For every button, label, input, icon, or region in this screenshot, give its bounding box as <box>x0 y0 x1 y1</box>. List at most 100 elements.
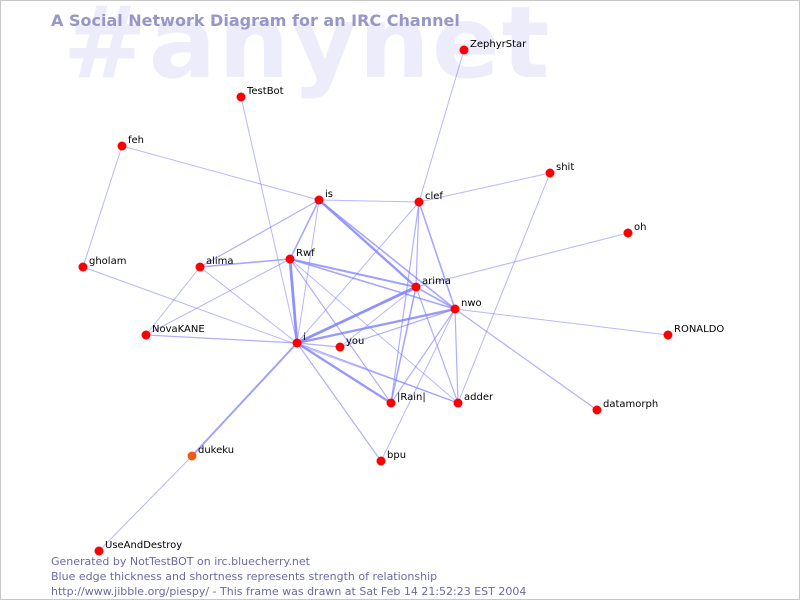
node-dot <box>78 262 88 272</box>
node-dot <box>292 338 302 348</box>
node-label: ZephyrStar <box>470 39 527 50</box>
edge-alima-rwf <box>199 258 291 268</box>
node-dot <box>376 456 386 466</box>
edge-is-alima <box>199 199 320 268</box>
node-i: i <box>292 332 306 348</box>
node-label: arima <box>422 276 451 287</box>
node-dot <box>141 330 151 340</box>
page-title: A Social Network Diagram for an IRC Chan… <box>51 11 460 30</box>
node-adder: adder <box>453 392 494 408</box>
node-nwo: nwo <box>450 298 482 314</box>
edge-is-i <box>296 199 320 344</box>
node-label: is <box>325 189 333 200</box>
edge-rwf-rain <box>289 258 392 404</box>
edge-feh-gholam <box>82 145 123 268</box>
edge-rwf-nwo <box>289 258 456 310</box>
edge-i-dukeku <box>191 342 298 457</box>
node-label: Rwf <box>296 248 315 259</box>
edge-layer <box>82 49 669 552</box>
edge-zephyrstar-clef <box>418 49 465 203</box>
node-dukeku: dukeku <box>187 445 234 461</box>
node-dot <box>414 197 424 207</box>
edge-clef-i <box>296 201 420 344</box>
node-alima: alima <box>195 256 234 272</box>
edge-nwo-ronaldo <box>454 308 669 336</box>
node-dot <box>236 92 246 102</box>
edge-clef-nwo <box>418 201 456 310</box>
edge-clef-arima <box>415 201 420 288</box>
edge-alima-novakane <box>145 266 201 336</box>
node-label: dukeku <box>198 445 234 456</box>
edge-rwf-adder <box>289 258 459 404</box>
node-label: UseAndDestroy <box>105 540 182 551</box>
edge-rwf-novakane <box>145 258 291 336</box>
node-label: feh <box>128 135 144 146</box>
edge-rwf-i <box>288 258 299 344</box>
node-dot <box>453 398 463 408</box>
node-label: alima <box>206 256 234 267</box>
node-dot <box>187 451 197 461</box>
edge-rwf-arima <box>289 258 417 288</box>
node-arima: arima <box>411 276 451 292</box>
edge-i-rain <box>296 341 392 405</box>
edge-clef-rain <box>390 201 420 404</box>
node-dot <box>335 342 345 352</box>
node-zephyrstar: ZephyrStar <box>459 39 527 55</box>
edge-nwo-bpu <box>380 308 456 462</box>
node-dot <box>592 405 602 415</box>
node-label: NovaKANE <box>152 324 205 335</box>
node-useanddestroy: UseAndDestroy <box>94 540 182 556</box>
node-bpu: bpu <box>376 450 406 466</box>
node-you: you <box>335 336 364 352</box>
edge-testbot-i <box>240 96 298 344</box>
node-label: you <box>346 336 364 347</box>
node-is: is <box>314 189 333 205</box>
edge-is-rwf <box>289 199 320 260</box>
node-label: datamorph <box>603 399 658 410</box>
edge-i-bpu <box>296 342 382 462</box>
node-dot <box>117 141 127 151</box>
edge-arima-rain <box>390 286 417 404</box>
node-label: shit <box>556 162 574 173</box>
edge-i-adder <box>296 342 459 404</box>
edge-nwo-rain <box>390 308 456 404</box>
node-dot <box>459 45 469 55</box>
node-dot <box>411 282 421 292</box>
edge-shit-adder <box>457 172 551 404</box>
edge-dukeku-useanddestroy <box>98 455 193 552</box>
node-label: clef <box>425 191 443 202</box>
node-rain: |Rain| <box>386 392 426 408</box>
edge-is-clef <box>318 199 420 203</box>
footer-generator: Generated by NotTestBOT on irc.bluecherr… <box>51 555 310 568</box>
node-testbot: TestBot <box>236 86 284 102</box>
node-novakane: NovaKANE <box>141 324 205 340</box>
node-label: bpu <box>387 450 406 461</box>
edge-novakane-i <box>145 334 298 344</box>
node-gholam: gholam <box>78 256 126 272</box>
node-dot <box>285 254 295 264</box>
node-dot <box>545 168 555 178</box>
channel-watermark: #anynet <box>63 0 552 101</box>
node-dot <box>94 546 104 556</box>
node-label: RONALDO <box>674 324 724 335</box>
edge-nwo-you <box>339 308 456 348</box>
node-datamorph: datamorph <box>592 399 658 415</box>
edge-arima-i <box>296 285 417 345</box>
node-dot <box>623 228 633 238</box>
node-label: nwo <box>461 298 482 309</box>
node-dot <box>663 330 673 340</box>
node-label: |Rain| <box>397 392 426 403</box>
node-rwf: Rwf <box>285 248 315 264</box>
node-label: oh <box>634 222 646 233</box>
footer-timestamp: http://www.jibble.org/piespy/ - This fra… <box>51 585 527 598</box>
edge-arima-you <box>339 286 417 348</box>
edge-clef-shit <box>418 172 551 203</box>
edge-nwo-adder <box>454 308 459 404</box>
footer-legend: Blue edge thickness and shortness repres… <box>51 570 438 583</box>
node-oh: oh <box>623 222 646 238</box>
node-dot <box>195 262 205 272</box>
edge-i-you <box>296 342 341 348</box>
edge-is-nwo <box>318 199 456 310</box>
